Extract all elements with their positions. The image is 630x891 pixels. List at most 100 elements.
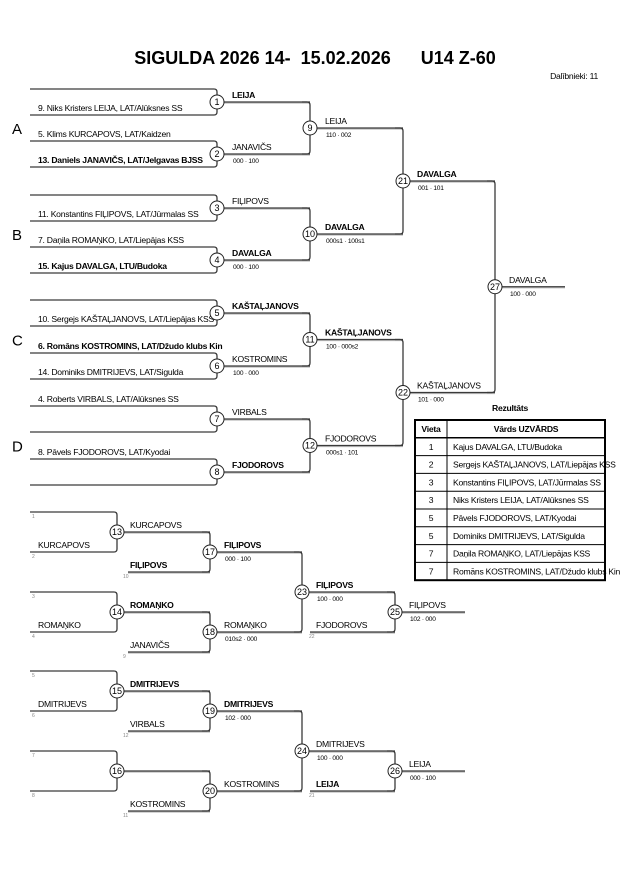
match-circle [109, 604, 125, 620]
slot-number: 21 [309, 793, 315, 799]
match-number: 22 [398, 388, 408, 398]
match-number-badge: 12 [302, 438, 318, 453]
match-score: 102 · 000 [225, 715, 251, 722]
winner-name: FJODOROVS [232, 460, 284, 470]
match-number: 2 [214, 149, 219, 159]
result-place: 1 [429, 442, 434, 452]
match-number: 24 [297, 746, 307, 756]
winner-name: ROMAŅKO [130, 600, 174, 610]
match-number-badge: 21 [395, 173, 411, 189]
match-circle [387, 763, 403, 779]
match-score: 001 · 101 [418, 185, 444, 192]
match-number-badge: 7 [209, 411, 225, 427]
winner-name: VIRBALS [232, 407, 267, 417]
match-number-badge: 9 [302, 120, 318, 136]
winner-name: FIĻIPOVS [224, 540, 262, 550]
winner-name: FIĻIPOVS [316, 580, 354, 590]
column-header-name: Vārds UZVĀRDS [494, 424, 559, 434]
match-score: 100 · 000 [233, 370, 259, 377]
match-number: 26 [390, 766, 400, 776]
match-score: 000 · 100 [233, 264, 259, 271]
match-score: 000 · 100 [410, 775, 436, 782]
pool-letter-c: C [12, 333, 23, 350]
winner-name: KAŠTAĻJANOVS [232, 300, 299, 311]
match-number: 19 [205, 706, 215, 716]
match-circle [209, 252, 225, 268]
result-place: 5 [429, 513, 434, 523]
result-place: 7 [429, 549, 434, 559]
winner-name: KAŠTAĻJANOVS [325, 327, 392, 338]
match-number: 18 [205, 627, 215, 637]
winner-name: KURCAPOVS [130, 520, 182, 530]
competitor-name: 10. Sergejs KAŠTAĻJANOVS, LAT/Liepājas K… [38, 314, 214, 324]
match-circle [209, 305, 225, 321]
match-circle [202, 544, 218, 560]
winner-name: JANAVIČS [232, 142, 272, 152]
match-number: 8 [214, 467, 219, 477]
competitor-name: KURCAPOVS [38, 540, 90, 550]
match-number: 13 [112, 527, 122, 537]
result-place: 2 [429, 460, 434, 470]
match-score: 100 · 000s2 [326, 344, 359, 351]
match-score: 010s2 · 000 [225, 636, 258, 643]
match-score: 000s1 · 101 [326, 450, 359, 457]
final-winner-name: DAVALGA [509, 275, 547, 285]
match-number-badge: 14 [109, 604, 125, 620]
slot-number: 5 [32, 673, 35, 679]
match-number-badge: 8 [209, 464, 225, 480]
match-number: 9 [307, 123, 312, 133]
pool-letter-d: D [12, 439, 23, 456]
match-circle [209, 464, 225, 480]
match-number: 5 [214, 308, 219, 318]
slot-number: 11 [123, 813, 128, 819]
match-number: 7 [214, 414, 219, 424]
slot-number: 22 [309, 634, 315, 640]
match-number: 12 [305, 441, 315, 451]
result-name: Romāns KOSTROMINS, LAT/Džudo klubs Kin [453, 566, 621, 576]
match-number-badge: 20 [202, 783, 218, 799]
match-number-badge: 26 [387, 763, 403, 779]
match-circle [302, 438, 318, 453]
results-title: Rezultāts [492, 403, 528, 413]
match-number: 10 [305, 229, 315, 239]
result-place: 3 [429, 477, 434, 487]
winner-name: DAVALGA [232, 248, 272, 258]
bracket-connector [30, 458, 218, 486]
competitor-name: 15. Kajus DAVALGA, LTU/Budoka [38, 261, 167, 271]
winner-name: DAVALGA [325, 222, 365, 232]
competitor-name: FJODOROVS [316, 620, 368, 630]
match-number: 27 [490, 282, 500, 292]
pool-letter-a: A [12, 121, 22, 138]
match-circle [487, 279, 503, 295]
match-circle [209, 146, 225, 162]
winner-name: DMITRIJEVS [316, 739, 365, 749]
match-number-badge: 23 [294, 584, 310, 600]
competitor-name: KOSTROMINS [130, 799, 186, 809]
result-place: 3 [429, 495, 434, 505]
match-number-badge: 15 [109, 683, 125, 699]
slot-number: 2 [32, 554, 35, 560]
competitor-name: 7. Daņila ROMAŅKO, LAT/Liepājas KSS [38, 235, 184, 245]
match-number-badge: 24 [294, 743, 310, 759]
winner-name: FJODOROVS [325, 434, 377, 444]
match-circle [395, 173, 411, 189]
match-circle [294, 743, 310, 759]
competitor-name: 13. Daniels JANAVIČS, LAT/Jelgavas BJSS [38, 154, 203, 165]
winner-name: DMITRIJEVS [224, 699, 274, 709]
match-number-badge: 27 [487, 279, 503, 295]
match-circle [302, 332, 318, 347]
match-number: 15 [112, 686, 122, 696]
match-number-badge: 6 [209, 358, 225, 374]
competitor-name: 14. Dominiks DMITRIJEVS, LAT/Sigulda [38, 367, 184, 377]
match-score: 101 · 000 [418, 397, 444, 404]
match-number-badge: 25 [387, 604, 403, 620]
slot-number: 1 [32, 514, 35, 520]
match-score: 100 · 000 [317, 755, 343, 762]
result-name: Pāvels FJODOROVS, LAT/Kyodai [453, 513, 577, 523]
match-number: 1 [214, 97, 219, 107]
result-name: Daņila ROMAŅKO, LAT/Liepājas KSS [453, 549, 591, 559]
slot-number: 10 [123, 574, 129, 580]
result-name: Sergejs KAŠTAĻJANOVS, LAT/Liepājas KSS [453, 460, 616, 470]
competitor-name: LEIJA [316, 779, 339, 789]
